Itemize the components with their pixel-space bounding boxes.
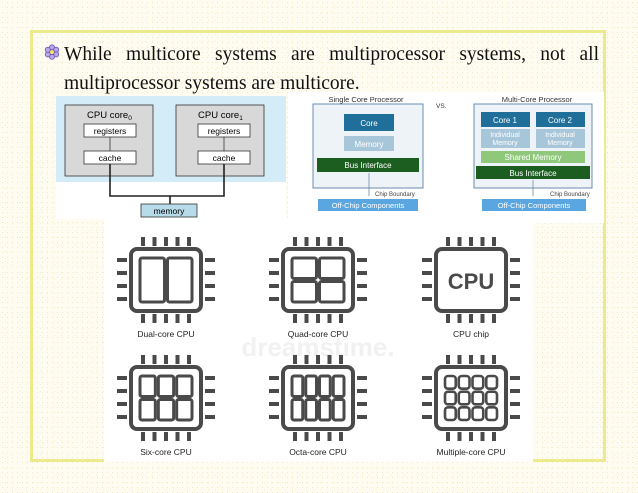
multi-core2-block (536, 112, 585, 127)
shared-memory-block (481, 151, 585, 163)
single-vs-multicore-diagram: Single Core Processor Core Memory Bus In… (288, 92, 604, 223)
six-core-cpu-icon: Six-core CPU (117, 355, 215, 457)
dual-core-cpu-icon: Dual-core CPU (117, 237, 215, 339)
svg-text:Off-Chip Components: Off-Chip Components (498, 201, 571, 210)
single-bus-block (317, 158, 419, 172)
multicore-diagram: CPU core0 registers cache CPU core1 regi… (56, 96, 286, 219)
multi-core-title: Multi-Core Processor (502, 95, 573, 104)
memory-label: memory (154, 206, 185, 216)
flower-bullet-icon (44, 44, 60, 60)
svg-text:Off-Chip Components: Off-Chip Components (332, 201, 405, 210)
multi-offchip-block (482, 199, 586, 211)
chip-caption: CPU chip (453, 329, 489, 339)
svg-text:Shared Memory: Shared Memory (505, 153, 562, 162)
svg-text:Individual: Individual (545, 132, 575, 139)
single-chip-boundary: Chip Boundary (375, 192, 415, 198)
multiple-core-cpu-icon: Multiple-core CPU (422, 355, 520, 457)
octa-core-cpu-icon: Octa-core CPU (269, 355, 367, 457)
multi-chip-boundary: Chip Boundary (550, 192, 590, 198)
svg-text:Memory: Memory (355, 140, 384, 149)
multi-bus-block (476, 166, 590, 179)
core0-registers: registers (94, 126, 127, 136)
chip-caption: Quad-core CPU (288, 329, 348, 339)
cpu-chip-icon: CPU CPU chip (422, 237, 520, 339)
svg-text:Core 2: Core 2 (548, 116, 573, 125)
svg-text:Core: Core (360, 119, 378, 128)
core1-label: CPU core1 (198, 110, 243, 122)
bullet-text: While multicore systems are multiprocess… (64, 44, 599, 94)
chip-caption: Six-core CPU (140, 447, 191, 457)
cpu-chip-text: CPU (448, 269, 494, 294)
multi-core1-block (481, 112, 530, 127)
core0-label: CPU core0 (87, 110, 132, 122)
single-core-title: Single Core Processor (328, 95, 404, 104)
single-core-block (344, 114, 394, 131)
core1-cache: cache (213, 153, 236, 163)
memory-box (140, 203, 198, 218)
svg-text:Individual: Individual (490, 132, 520, 139)
svg-text:Bus Interface: Bus Interface (344, 161, 392, 170)
quad-core-cpu-icon: Quad-core CPU (269, 237, 367, 339)
single-offchip-block (318, 199, 418, 211)
core1-registers: registers (208, 126, 241, 136)
svg-text:Memory: Memory (547, 140, 573, 147)
vs-label: VS. (436, 103, 447, 110)
individual-memory-1 (481, 129, 530, 148)
chip-caption: Multiple-core CPU (437, 447, 506, 457)
svg-text:Memory: Memory (492, 140, 518, 147)
chip-caption: Dual-core CPU (137, 329, 194, 339)
svg-text:Bus Interface: Bus Interface (509, 169, 557, 178)
single-memory-block (344, 136, 394, 151)
individual-memory-2 (536, 129, 585, 148)
svg-text:Core 1: Core 1 (493, 116, 518, 125)
core0-cache: cache (99, 153, 122, 163)
chip-caption: Octa-core CPU (289, 447, 347, 457)
